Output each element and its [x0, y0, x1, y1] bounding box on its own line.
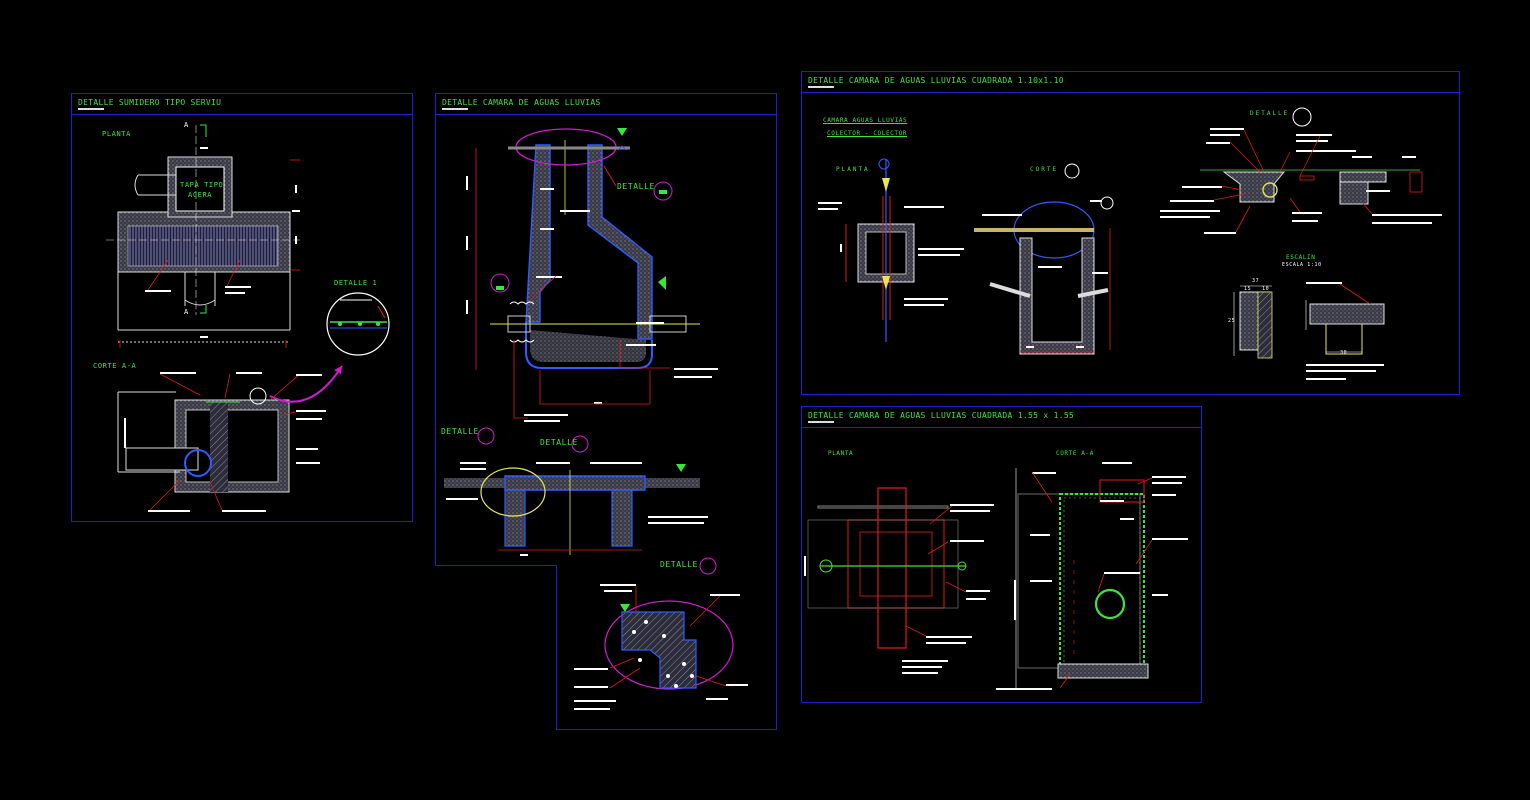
- title-underline: [442, 108, 468, 110]
- label-detalle-c: DETALLE: [540, 438, 578, 447]
- label-detalle-a: DETALLE: [617, 182, 655, 191]
- sheet4-drawing: [804, 462, 1188, 690]
- dim-25: 25: [1228, 318, 1236, 324]
- sheet1-drawing: [106, 124, 390, 512]
- label-detalle-1: DETALLE 1: [334, 279, 378, 287]
- sheet-title-row: DETALLE CAMARA DE AGUAS LLUVIAS: [436, 94, 776, 115]
- sheet-camara-step: [435, 565, 557, 566]
- label-detalle-d: DETALLE: [660, 560, 698, 569]
- title-underline: [808, 421, 834, 423]
- sheet2-drawing: [444, 128, 748, 710]
- sheet-title-row: DETALLE SUMIDERO TIPO SERVIU: [72, 94, 412, 115]
- label-planta: PLANTA: [102, 130, 131, 138]
- label-escalin: ESCALIN: [1286, 254, 1316, 261]
- sheet-title-row: DETALLE CAMARA DE AGUAS LLUVIAS CUADRADA…: [802, 72, 1459, 93]
- label-detalle-b: DETALLE: [441, 427, 479, 436]
- label-detalle: DETALLE: [1250, 110, 1290, 117]
- label-tapa-line2: ACERA: [188, 191, 213, 199]
- label-planta: PLANTA: [828, 450, 854, 457]
- sheet-title: DETALLE CAMARA DE AGUAS LLUVIAS: [442, 98, 601, 107]
- dim-10: 10: [1262, 286, 1270, 292]
- sheet-title: DETALLE SUMIDERO TIPO SERVIU: [78, 98, 222, 107]
- label-sub1: CAMARA AGUAS LLUVIAS: [823, 117, 908, 124]
- label-escalin-sub: ESCALA 1:10: [1282, 262, 1322, 268]
- title-underline: [808, 86, 834, 88]
- title-underline: [78, 108, 104, 110]
- label-corte: CORTE: [1030, 166, 1059, 173]
- sheet-camara: DETALLE CAMARA DE AGUAS LLUVIAS: [435, 93, 777, 566]
- label-section-mark-bottom: A: [184, 308, 189, 316]
- label-planta: PLANTA: [836, 166, 870, 173]
- label-corte: CORTE A-A: [93, 362, 137, 370]
- dim-30: 30: [1340, 350, 1348, 356]
- sheet-cuadrada-155: DETALLE CAMARA DE AGUAS LLUVIAS CUADRADA…: [801, 406, 1202, 703]
- sheet-camara-lower: [556, 565, 777, 730]
- dim-15: 15: [1244, 286, 1252, 292]
- label-tapa-line1: TAPA TIPO: [180, 181, 224, 189]
- label-sub2: COLECTOR - COLECTOR: [827, 130, 908, 137]
- sheet-title-row: DETALLE CAMARA DE AGUAS LLUVIAS CUADRADA…: [802, 407, 1201, 428]
- sheet-title: DETALLE CAMARA DE AGUAS LLUVIAS CUADRADA…: [808, 411, 1075, 420]
- sheet-title: DETALLE CAMARA DE AGUAS LLUVIAS CUADRADA…: [808, 76, 1064, 85]
- sheet-sumidero: DETALLE SUMIDERO TIPO SERVIU: [71, 93, 413, 522]
- sheet3-drawing: [818, 107, 1442, 380]
- label-section-mark: A: [184, 121, 189, 129]
- label-corte: CORTE A-A: [1056, 450, 1094, 457]
- sheet-cuadrada-110: DETALLE CAMARA DE AGUAS LLUVIAS CUADRADA…: [801, 71, 1460, 395]
- dim-37: 37: [1252, 278, 1260, 284]
